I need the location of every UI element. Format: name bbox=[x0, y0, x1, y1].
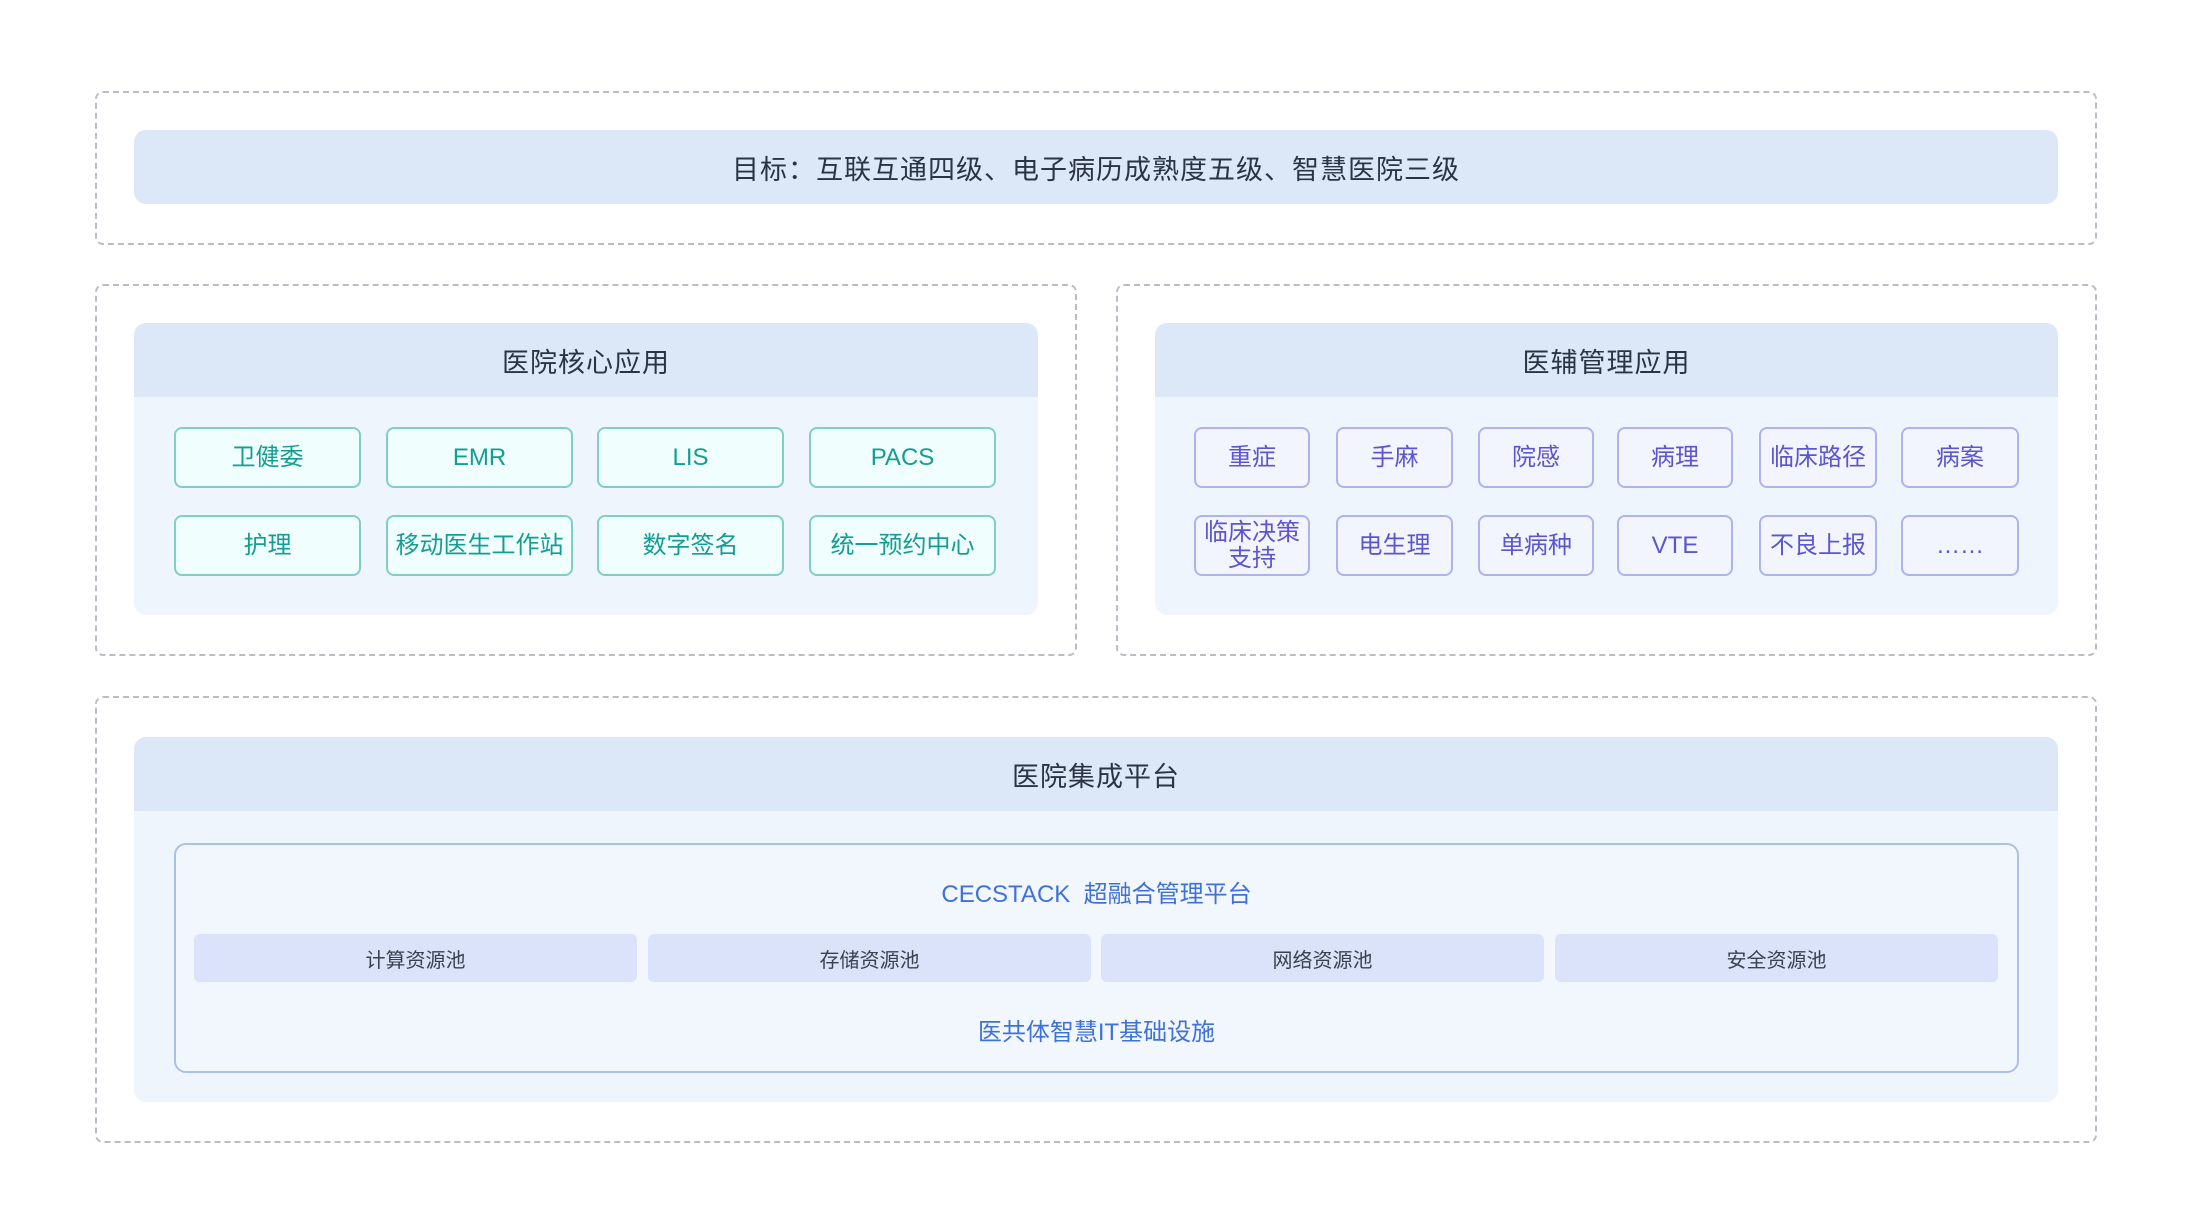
aux-app-chip[interactable]: 电生理 bbox=[1336, 515, 1453, 576]
aux-apps-title: 医辅管理应用 bbox=[1522, 347, 1691, 378]
core-apps-section bbox=[95, 284, 1077, 656]
core-app-chip[interactable]: 统一预约中心 bbox=[809, 515, 996, 576]
core-app-chip[interactable]: 护理 bbox=[174, 515, 361, 576]
security-pool[interactable]: 安全资源池 bbox=[1555, 934, 1998, 982]
storage-pool[interactable]: 存储资源池 bbox=[648, 934, 1091, 982]
core-app-chip[interactable]: LIS bbox=[597, 427, 784, 488]
core-app-chip[interactable]: 移动医生工作站 bbox=[386, 515, 573, 576]
core-app-chip[interactable]: EMR bbox=[386, 427, 573, 488]
aux-apps-section bbox=[1116, 284, 2097, 656]
goal-banner: 目标：互联互通四级、电子病历成熟度五级、智慧医院三级 bbox=[134, 130, 2058, 204]
core-app-chip[interactable]: 卫健委 bbox=[174, 427, 361, 488]
platform-title: 医院集成平台 bbox=[1012, 761, 1180, 792]
aux-apps-header: 医辅管理应用 bbox=[1155, 323, 2058, 397]
aux-app-chip[interactable]: 院感 bbox=[1478, 427, 1594, 488]
core-app-chip[interactable]: PACS bbox=[809, 427, 996, 488]
goal-text: 目标：互联互通四级、电子病历成熟度五级、智慧医院三级 bbox=[732, 154, 1460, 185]
aux-app-chip[interactable]: 重症 bbox=[1194, 427, 1310, 488]
aux-app-chip[interactable]: 单病种 bbox=[1478, 515, 1594, 576]
infrastructure-label: 医共体智慧IT基础设施 bbox=[977, 1019, 1216, 1046]
core-apps-header: 医院核心应用 bbox=[134, 323, 1038, 397]
cecstack-title: CECSTACK 超融合管理平台 bbox=[941, 881, 1252, 908]
platform-header: 医院集成平台 bbox=[134, 737, 2058, 811]
aux-app-chip[interactable]: 病案 bbox=[1901, 427, 2019, 488]
goal-section bbox=[95, 91, 2097, 245]
aux-app-chip[interactable]: 临床决策 支持 bbox=[1194, 515, 1310, 576]
compute-pool[interactable]: 计算资源池 bbox=[194, 934, 637, 982]
aux-app-chip[interactable]: 不良上报 bbox=[1759, 515, 1877, 576]
core-app-chip[interactable]: 数字签名 bbox=[597, 515, 784, 576]
aux-app-chip[interactable]: 手麻 bbox=[1336, 427, 1453, 488]
aux-app-chip[interactable]: 病理 bbox=[1617, 427, 1733, 488]
core-apps-title: 医院核心应用 bbox=[502, 347, 670, 378]
aux-app-chip[interactable]: …… bbox=[1901, 515, 2019, 576]
aux-app-chip[interactable]: 临床路径 bbox=[1759, 427, 1877, 488]
platform-section bbox=[95, 696, 2097, 1143]
network-pool[interactable]: 网络资源池 bbox=[1101, 934, 1544, 982]
aux-app-chip[interactable]: VTE bbox=[1617, 515, 1733, 576]
